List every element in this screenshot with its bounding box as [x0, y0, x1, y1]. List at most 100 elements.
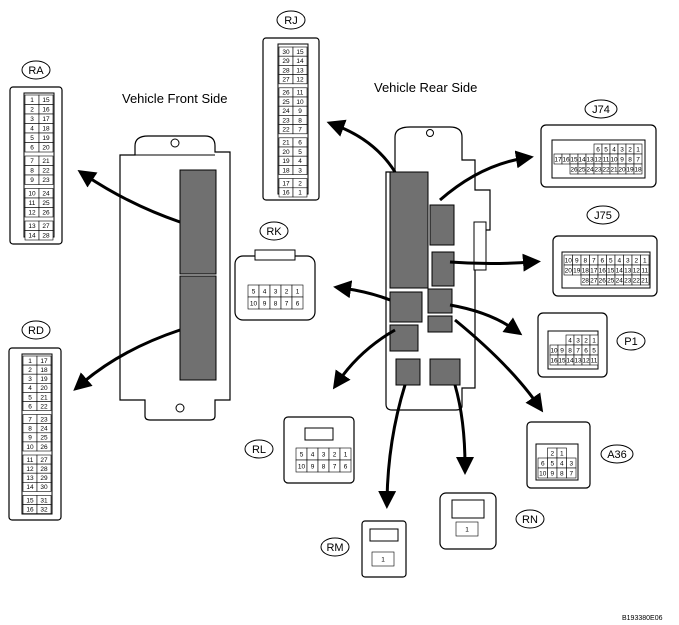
- connector-ra-pin: 20: [42, 145, 50, 152]
- connector-j75-pin: 17: [590, 267, 598, 274]
- connector-j74-pin: 15: [570, 156, 578, 163]
- connector-rl-pin: 10: [298, 463, 306, 470]
- vehicle-rear-side-label: Vehicle Rear Side: [374, 80, 477, 95]
- connector-j75-pin: 8: [583, 257, 587, 264]
- connector-rm: RM 1: [320, 520, 407, 578]
- connector-ra-pin: 22: [42, 168, 50, 175]
- connector-j74-pin: 22: [602, 166, 610, 173]
- vehicle-front-side-label: Vehicle Front Side: [122, 91, 228, 106]
- connector-ra-pin: 12: [28, 210, 36, 217]
- connector-p1-pin: 6: [584, 347, 588, 354]
- arrow-to-j74: [439, 150, 534, 202]
- connector-a36-pin: 9: [550, 470, 554, 477]
- connector-rk-pin: 4: [263, 288, 267, 295]
- arrow-to-rk: [333, 280, 391, 302]
- connector-j74-pin: 14: [578, 156, 586, 163]
- connector-a36-pin: 10: [539, 470, 547, 477]
- front-connector-socket-lower: [179, 275, 217, 381]
- connector-rj-pin: 23: [282, 117, 290, 124]
- connector-rd-pin: 11: [27, 457, 34, 464]
- connector-j74-pin: 20: [618, 166, 626, 173]
- connector-rl-pin: 1: [344, 451, 348, 458]
- connector-rd-pin: 17: [40, 358, 48, 365]
- connector-ra-pin: 25: [42, 200, 50, 207]
- connector-rd-pin: 3: [28, 376, 32, 383]
- connector-ra-pin: 15: [42, 97, 50, 104]
- connector-rk-pin: 9: [263, 300, 267, 307]
- diagram-code: B193380E06: [622, 615, 663, 622]
- connector-rj-pin: 7: [298, 127, 302, 134]
- connector-j74-pin: 26: [570, 166, 578, 173]
- connector-rk-pin: 8: [274, 300, 278, 307]
- connector-j74-pin: 2: [628, 146, 632, 153]
- connector-ra-pin: 9: [30, 177, 34, 184]
- connector-rj-pin: 10: [296, 99, 304, 106]
- connector-j75-pin: 15: [607, 267, 615, 274]
- connector-j75-pin: 13: [624, 267, 632, 274]
- connector-ra-pin: 13: [28, 223, 36, 230]
- connector-rj-pin: 12: [296, 77, 304, 84]
- connector-ra-tag: RA: [28, 65, 44, 77]
- connector-j75-pin: 1: [643, 257, 647, 264]
- connector-j74-pin: 10: [610, 156, 618, 163]
- connector-p1-pin: 10: [550, 347, 558, 354]
- connector-rk-pin: 1: [296, 288, 300, 295]
- connector-rj-pin: 1: [298, 190, 302, 197]
- connector-a36-pin: 7: [569, 470, 573, 477]
- connector-j75-pin: 25: [607, 277, 615, 284]
- connector-rd-pin: 14: [26, 484, 34, 491]
- connector-ra-pin: 6: [30, 145, 34, 152]
- connector-rj-pin: 17: [282, 181, 290, 188]
- rear-socket-rm: [395, 358, 421, 386]
- connector-ra-pin: 23: [42, 177, 50, 184]
- connector-rn-pin: 1: [465, 526, 469, 533]
- connector-a36-tag: A36: [607, 449, 627, 461]
- connector-p1-pin: 1: [592, 337, 596, 344]
- connector-rd-pin: 18: [40, 367, 48, 374]
- arrow-to-rd: [73, 328, 181, 391]
- connector-rl-pin: 3: [322, 451, 326, 458]
- connector-rd-pin: 29: [40, 475, 48, 482]
- connector-j75-pin: 12: [633, 267, 641, 274]
- connector-rd-pin: 23: [40, 416, 48, 423]
- connector-a36-pin: 2: [550, 450, 554, 457]
- connector-rd-pin: 8: [28, 426, 32, 433]
- connector-rj-pin: 27: [282, 77, 290, 84]
- connector-rd-pin: 27: [40, 457, 48, 464]
- connector-j75-pin: 21: [641, 277, 649, 284]
- connector-j75-pin: 6: [600, 257, 604, 264]
- connector-rd-pin: 22: [40, 403, 48, 410]
- connector-j74-pin: 13: [586, 156, 594, 163]
- connector-p1-pin: 5: [592, 347, 596, 354]
- connector-ra-pin: 8: [30, 168, 34, 175]
- connector-rd-pin: 5: [28, 394, 32, 401]
- rear-socket-a36-upper: [427, 315, 453, 333]
- connector-p1-pin: 4: [568, 337, 572, 344]
- rear-junction-block: [385, 126, 491, 411]
- connector-j74-pin: 6: [596, 146, 600, 153]
- connector-j74-tag: J74: [592, 104, 610, 116]
- connector-j75-pin: 26: [599, 277, 607, 284]
- connector-j74-pin: 21: [610, 166, 618, 173]
- arrow-to-p1: [449, 303, 523, 336]
- connector-rk-pin: 2: [285, 288, 289, 295]
- connector-j75-pin: 7: [592, 257, 596, 264]
- connector-rj-pin: 28: [282, 67, 290, 74]
- rear-socket-p1: [427, 288, 453, 314]
- connector-ra-pin: 26: [42, 210, 50, 217]
- connector-j75-pin: 4: [617, 257, 621, 264]
- connector-rj-pin: 11: [297, 90, 304, 97]
- connector-rk-pin: 3: [274, 288, 278, 295]
- connector-j74-pin: 4: [612, 146, 616, 153]
- connector-ra-pin: 21: [42, 158, 50, 165]
- connector-ra-pin: 14: [28, 233, 36, 240]
- front-junction-block: [119, 135, 231, 421]
- connector-rd-pin: 19: [40, 376, 48, 383]
- connector-p1-pin: 16: [550, 357, 558, 364]
- connector-a36-pin: 4: [560, 460, 564, 467]
- connector-rj-pin: 2: [298, 181, 302, 188]
